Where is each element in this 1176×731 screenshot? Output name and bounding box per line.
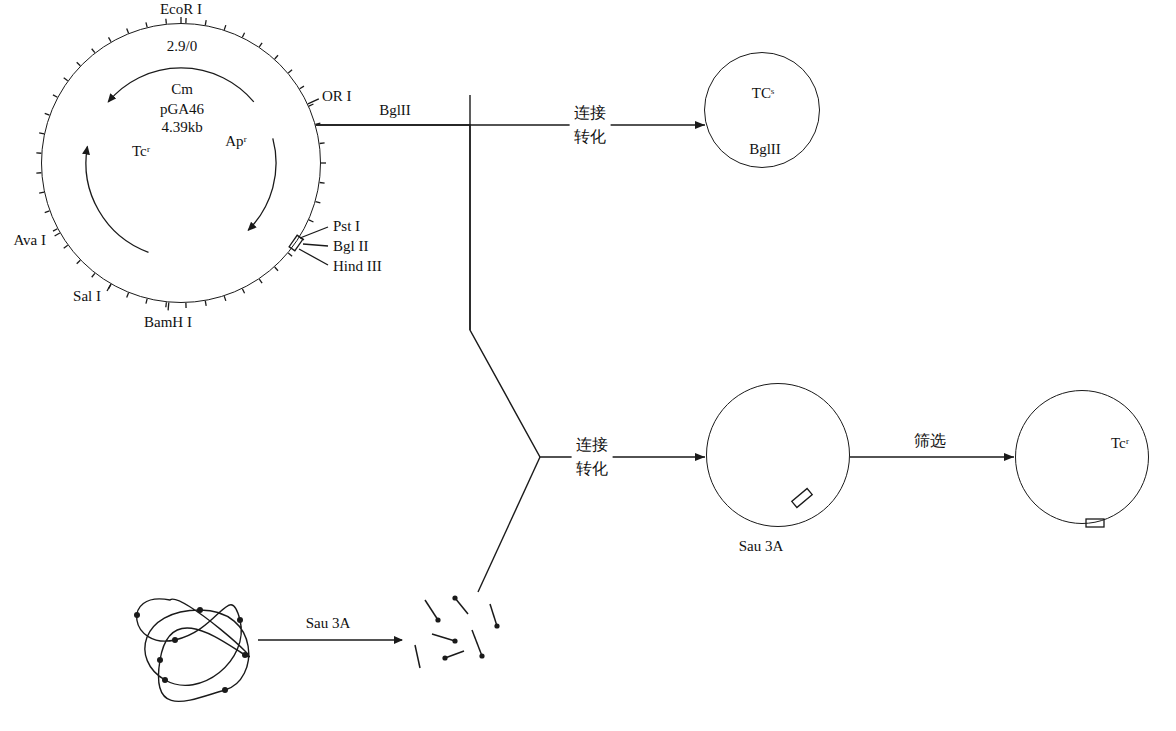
plasmid-circle: 2.9/0Cm pGA464.39kbApʳTcʳ	[41, 23, 321, 303]
tick	[64, 245, 68, 248]
tick	[127, 293, 129, 298]
cm-gene-arc	[108, 68, 254, 102]
site-label: Hind III	[333, 258, 382, 275]
node-text: Apʳ	[225, 133, 247, 150]
tick	[146, 299, 147, 304]
tick	[109, 37, 112, 41]
dna-fragments	[415, 598, 497, 668]
tick	[300, 237, 304, 240]
node-text: Tcʳ	[1111, 435, 1129, 452]
process-arrow	[316, 125, 705, 457]
tick	[45, 113, 50, 115]
site-label: EcoR I	[160, 1, 202, 18]
node-text: pGA46	[160, 101, 204, 118]
site-label: Sal I	[73, 288, 101, 305]
node-text: 2.9/0	[167, 38, 197, 55]
tick	[146, 22, 147, 27]
plasmid-circle: Tcʳ	[1015, 390, 1149, 524]
insert-box	[792, 489, 812, 508]
tick	[77, 62, 81, 65]
tick	[39, 192, 44, 193]
tick	[64, 78, 68, 81]
plasmid-map	[36, 17, 328, 310]
dna-tangle	[137, 599, 250, 702]
node-text: Cm	[171, 81, 193, 98]
tick	[320, 182, 325, 184]
site-label: BglII	[379, 102, 411, 119]
plasmid-circle: TCˢBglII	[704, 52, 820, 168]
tick	[127, 29, 129, 34]
site-label: Bgl II	[333, 238, 368, 255]
tick	[224, 25, 226, 30]
tick	[321, 162, 326, 163]
site-label: Ava I	[13, 232, 46, 249]
leader-line	[303, 244, 328, 246]
tick	[77, 260, 81, 263]
step-label: 筛选	[910, 429, 951, 453]
leader-line	[299, 249, 328, 265]
site-label: OR I	[322, 88, 352, 105]
tick	[39, 133, 44, 134]
tick	[109, 284, 112, 288]
node-text: Tcʳ	[132, 143, 150, 160]
genomic-dna	[134, 599, 249, 702]
tick	[288, 253, 292, 256]
tick	[165, 302, 167, 307]
tick	[320, 142, 325, 144]
tick	[259, 279, 262, 283]
tick	[242, 289, 244, 293]
tick	[309, 104, 314, 106]
tick	[316, 202, 321, 203]
step-label: 连接 转化	[572, 433, 613, 481]
tick	[242, 33, 244, 37]
tc-gene-arc	[86, 147, 149, 253]
tick	[275, 55, 278, 59]
tick	[205, 20, 207, 25]
tick	[92, 49, 95, 53]
tick	[53, 95, 57, 97]
fragment-join-line	[478, 457, 540, 592]
tick	[316, 123, 321, 124]
tick	[53, 229, 57, 231]
site-tick	[107, 284, 111, 291]
recombinant-plasmid: Sau 3A	[706, 383, 850, 527]
leader-line	[300, 227, 328, 238]
tick	[309, 220, 314, 222]
insert-box	[1086, 519, 1104, 527]
step-label: 连接 转化	[570, 101, 611, 149]
fragment-ends	[435, 595, 499, 660]
tick	[300, 86, 304, 89]
site-tick	[308, 99, 319, 104]
site-label: BamH I	[144, 314, 192, 331]
ap-gene-arc	[248, 138, 276, 230]
tick	[288, 70, 292, 73]
site-label: Sau 3A	[306, 615, 351, 632]
tick	[45, 211, 50, 213]
node-text: BglII	[749, 141, 781, 158]
digest-arrow	[258, 639, 402, 640]
site-tick	[55, 233, 60, 236]
site-tick	[167, 303, 169, 311]
node-text: 4.39kb	[161, 119, 202, 136]
cut-sites	[134, 607, 248, 693]
tick	[275, 267, 278, 271]
tick	[92, 273, 95, 277]
site-label: Pst I	[333, 218, 360, 235]
process-arrow	[850, 456, 1014, 457]
node-text: TCˢ	[752, 85, 774, 102]
scale-ticks	[36, 18, 326, 308]
tick	[205, 301, 207, 306]
tick	[185, 303, 186, 308]
tick	[224, 296, 226, 301]
node-text: Sau 3A	[739, 538, 784, 555]
tick	[259, 43, 262, 47]
